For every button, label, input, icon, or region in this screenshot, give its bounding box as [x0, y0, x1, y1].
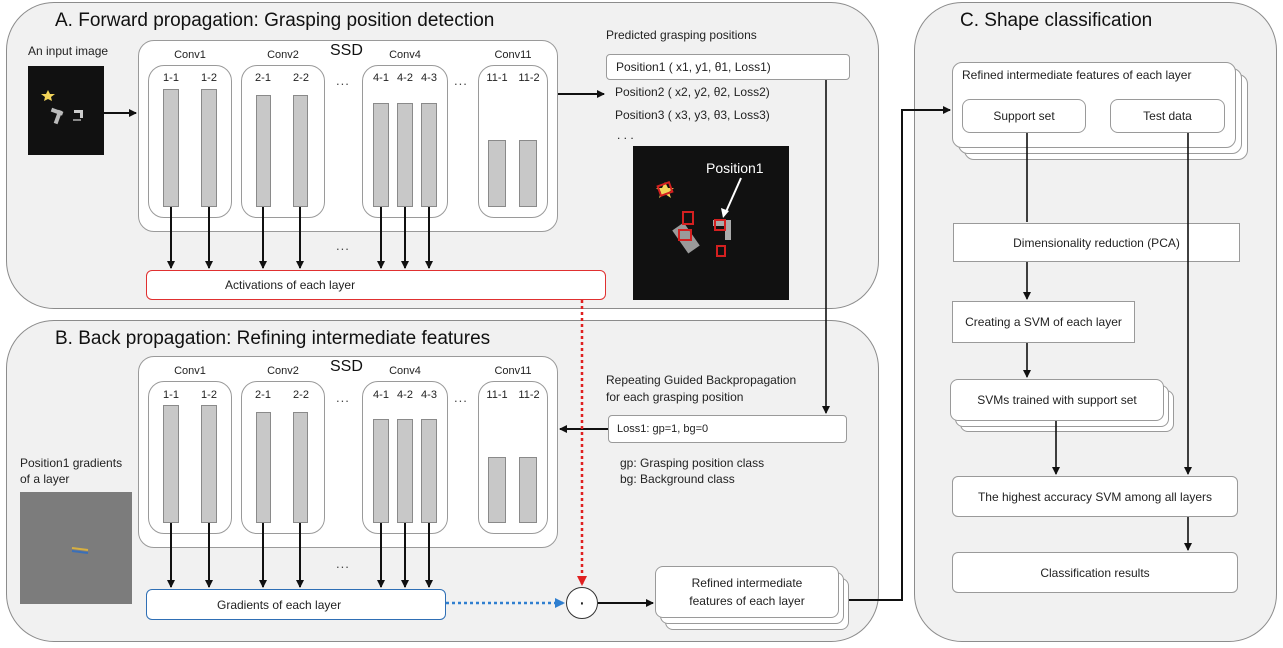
conv1-block-b: [148, 381, 232, 534]
conv11-label-b: Conv11: [494, 365, 532, 377]
ssd-label-a: SSD: [330, 42, 363, 59]
refined-c-label: Refined intermediate features of each la…: [962, 68, 1192, 82]
layer-bar-a-1-1: [163, 89, 179, 207]
layer-label-b-1-1: 1-1: [163, 389, 179, 401]
layer-label-a-1-1: 1-1: [163, 72, 179, 84]
grad-image-label-2: of a layer: [20, 472, 70, 486]
layer-label-b-1-2: 1-2: [201, 389, 217, 401]
layer-label-a-2-2: 2-2: [293, 72, 309, 84]
layer-bar-a-2-1: [256, 95, 271, 207]
layer-label-a-4-1: 4-1: [373, 72, 389, 84]
loss-box: Loss1: gp=1, bg=0: [608, 415, 847, 443]
layer-bar-b-1-2: [201, 405, 217, 523]
ellipsis-a-conv-2: ...: [454, 73, 468, 88]
layer-label-b-11-1: 11-1: [486, 389, 508, 401]
layer-bar-a-4-3: [421, 103, 437, 207]
ellipsis-b-conv-2: ...: [454, 390, 468, 405]
input-image-objects: [41, 90, 83, 125]
conv1-block-a: [148, 65, 232, 218]
input-image: [28, 66, 104, 155]
conv2-block-b: [241, 381, 325, 534]
layer-label-b-4-2: 4-2: [397, 389, 413, 401]
legend-gp: gp: Grasping position class: [620, 456, 765, 470]
conv4-label-b: Conv4: [389, 365, 421, 377]
layer-bar-a-2-2: [293, 95, 308, 207]
layer-label-a-11-1: 11-1: [486, 72, 508, 84]
layer-bar-a-11-2: [519, 140, 537, 207]
support-set-box: Support set: [962, 99, 1086, 133]
position2-text: Position2 ( x2, y2, θ2, Loss2): [615, 85, 770, 99]
refined-features-box: Refined intermediate features of each la…: [655, 566, 839, 618]
panel-b-title: B. Back propagation: Refining intermedia…: [55, 328, 491, 349]
gradients-box: Gradients of each layer: [146, 589, 446, 620]
legend-bg: bg: Background class: [620, 472, 735, 486]
gradient-image-mark: [71, 547, 89, 554]
layer-bar-b-2-1: [256, 412, 271, 523]
layer-label-a-4-2: 4-2: [397, 72, 413, 84]
layer-bar-b-4-2: [397, 419, 413, 523]
product-dot: ·: [578, 592, 586, 614]
layer-label-a-2-1: 2-1: [255, 72, 271, 84]
conv1-label-b: Conv1: [174, 365, 206, 377]
layer-bar-a-4-2: [397, 103, 413, 207]
conv2-block-a: [241, 65, 325, 218]
predicted-image-objects: [656, 177, 742, 257]
layer-bar-b-11-2: [519, 457, 537, 523]
layer-label-b-4-1: 4-1: [373, 389, 389, 401]
svms-trained-box: SVMs trained with support set: [950, 379, 1164, 421]
ellipsis-b-conv-1: ...: [336, 390, 350, 405]
predicted-positions-title: Predicted grasping positions: [606, 28, 757, 42]
layer-bar-b-11-1: [488, 457, 506, 523]
layer-bar-a-4-1: [373, 103, 389, 207]
conv2-label-b: Conv2: [267, 365, 299, 377]
position3-text: Position3 ( x3, y3, θ3, Loss3): [615, 108, 770, 122]
refined-label-1: Refined intermediate: [691, 576, 803, 590]
input-image-label: An input image: [28, 44, 109, 58]
layer-bar-b-1-1: [163, 405, 179, 523]
layer-bar-b-4-3: [421, 419, 437, 523]
layer-label-b-2-1: 2-1: [255, 389, 271, 401]
layer-bar-a-1-2: [201, 89, 217, 207]
ellipsis-b-arrows: ...: [336, 556, 350, 571]
repeat-text-1: Repeating Guided Backpropagation: [606, 373, 797, 387]
activations-box: Activations of each layer: [146, 270, 606, 300]
conv11-label-a: Conv11: [494, 49, 532, 61]
position1-image-label: Position1: [706, 160, 764, 176]
layer-label-a-1-2: 1-2: [201, 72, 217, 84]
layer-label-b-11-2: 11-2: [518, 389, 540, 401]
conv2-label-a: Conv2: [267, 49, 299, 61]
best-svm-box: The highest accuracy SVM among all layer…: [952, 476, 1238, 517]
classification-results-box: Classification results: [952, 552, 1238, 593]
grad-image-label-1: Position1 gradients: [20, 456, 123, 470]
ellipsis-a-conv-1: ...: [336, 73, 350, 88]
layer-bar-a-11-1: [488, 140, 506, 207]
layer-label-b-4-3: 4-3: [421, 389, 437, 401]
panel-c-title: C. Shape classification: [960, 10, 1153, 31]
layer-label-a-4-3: 4-3: [421, 72, 437, 84]
position1-box: Position1 ( x1, y1, θ1, Loss1): [606, 54, 850, 80]
panel-a-title: A. Forward propagation: Grasping positio…: [55, 10, 495, 31]
repeat-text-2: for each grasping position: [606, 390, 744, 404]
ellipsis-a-arrows: ...: [336, 238, 350, 253]
conv4-label-a: Conv4: [389, 49, 421, 61]
ssd-label-b: SSD: [330, 358, 363, 375]
pca-box: Dimensionality reduction (PCA): [953, 223, 1240, 262]
layer-label-b-2-2: 2-2: [293, 389, 309, 401]
refined-label-2: features of each layer: [689, 594, 805, 608]
conv1-label-a: Conv1: [174, 49, 206, 61]
layer-label-a-11-2: 11-2: [518, 72, 540, 84]
gradient-image: [20, 492, 132, 604]
layer-bar-b-4-1: [373, 419, 389, 523]
predicted-image: [633, 146, 789, 300]
elementwise-product-node: ·: [566, 587, 598, 619]
layer-bar-b-2-2: [293, 412, 308, 523]
create-svm-box: Creating a SVM of each layer: [952, 301, 1135, 343]
test-data-box: Test data: [1110, 99, 1225, 133]
positions-more: . . .: [617, 128, 634, 142]
